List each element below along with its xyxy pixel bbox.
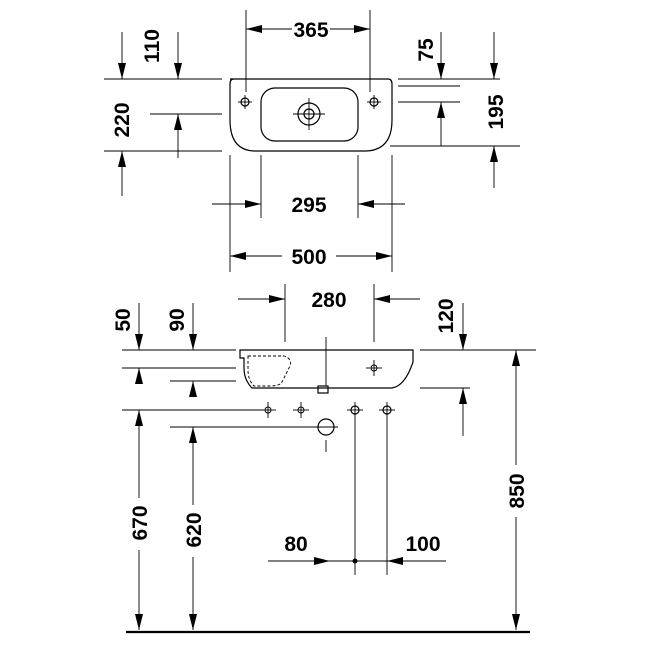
connection-left-2-icon xyxy=(293,402,309,418)
dim-50: 50 xyxy=(112,303,143,384)
dim-195: 195 xyxy=(390,32,520,188)
dim-220: 220 xyxy=(104,102,222,196)
dim-80-label: 80 xyxy=(284,533,307,556)
connection-right-1-icon xyxy=(347,402,363,418)
drain-stub xyxy=(317,385,329,394)
dim-850-label: 850 xyxy=(506,473,529,508)
dim-620-label: 620 xyxy=(183,512,206,547)
waste-outlet-icon xyxy=(314,418,338,452)
dim-50-label: 50 xyxy=(112,308,135,331)
dim-500: 500 xyxy=(229,155,393,272)
dim-670-label: 670 xyxy=(129,505,152,540)
dim-365: 365 xyxy=(245,10,371,92)
dim-620: 620 xyxy=(182,427,206,630)
dim-110-label: 110 xyxy=(141,29,164,63)
dim-295: 295 xyxy=(212,155,405,218)
dim-195-label: 195 xyxy=(485,94,508,129)
top-view: 365 110 220 xyxy=(104,10,520,272)
dim-75: 75 xyxy=(398,32,500,146)
tap-hole-right-icon xyxy=(367,95,381,109)
tap-hole-left-icon xyxy=(238,95,252,109)
dim-90-label: 90 xyxy=(166,308,189,331)
dim-295-label: 295 xyxy=(291,194,326,217)
connection-left-1-icon xyxy=(260,402,276,418)
bowl-outline xyxy=(260,87,359,142)
drain-icon xyxy=(293,98,325,130)
tap-hole-side-icon xyxy=(366,360,382,376)
dim-75-label: 75 xyxy=(415,38,438,62)
dim-90: 90 xyxy=(166,303,197,397)
dim-280-label: 280 xyxy=(311,289,346,312)
dim-80-100: 80 100 xyxy=(268,533,446,565)
dim-120-label: 120 xyxy=(435,298,458,333)
basin-outline-top xyxy=(229,78,393,152)
dim-365-label: 365 xyxy=(293,19,328,42)
dim-110: 110 xyxy=(104,29,222,80)
connection-right-2-icon xyxy=(379,402,395,418)
side-view: 280 50 90 xyxy=(112,284,536,634)
dim-220-label: 220 xyxy=(111,102,134,137)
dim-500-label: 500 xyxy=(291,246,326,269)
dim-850: 850 xyxy=(505,350,529,630)
dim-100-label: 100 xyxy=(405,533,440,556)
basin-outline-side xyxy=(239,349,414,389)
dim-670: 670 xyxy=(128,410,152,630)
dim-280: 280 xyxy=(238,284,420,342)
dim-120: 120 xyxy=(435,298,467,436)
bowl-section-dashed xyxy=(247,355,291,387)
